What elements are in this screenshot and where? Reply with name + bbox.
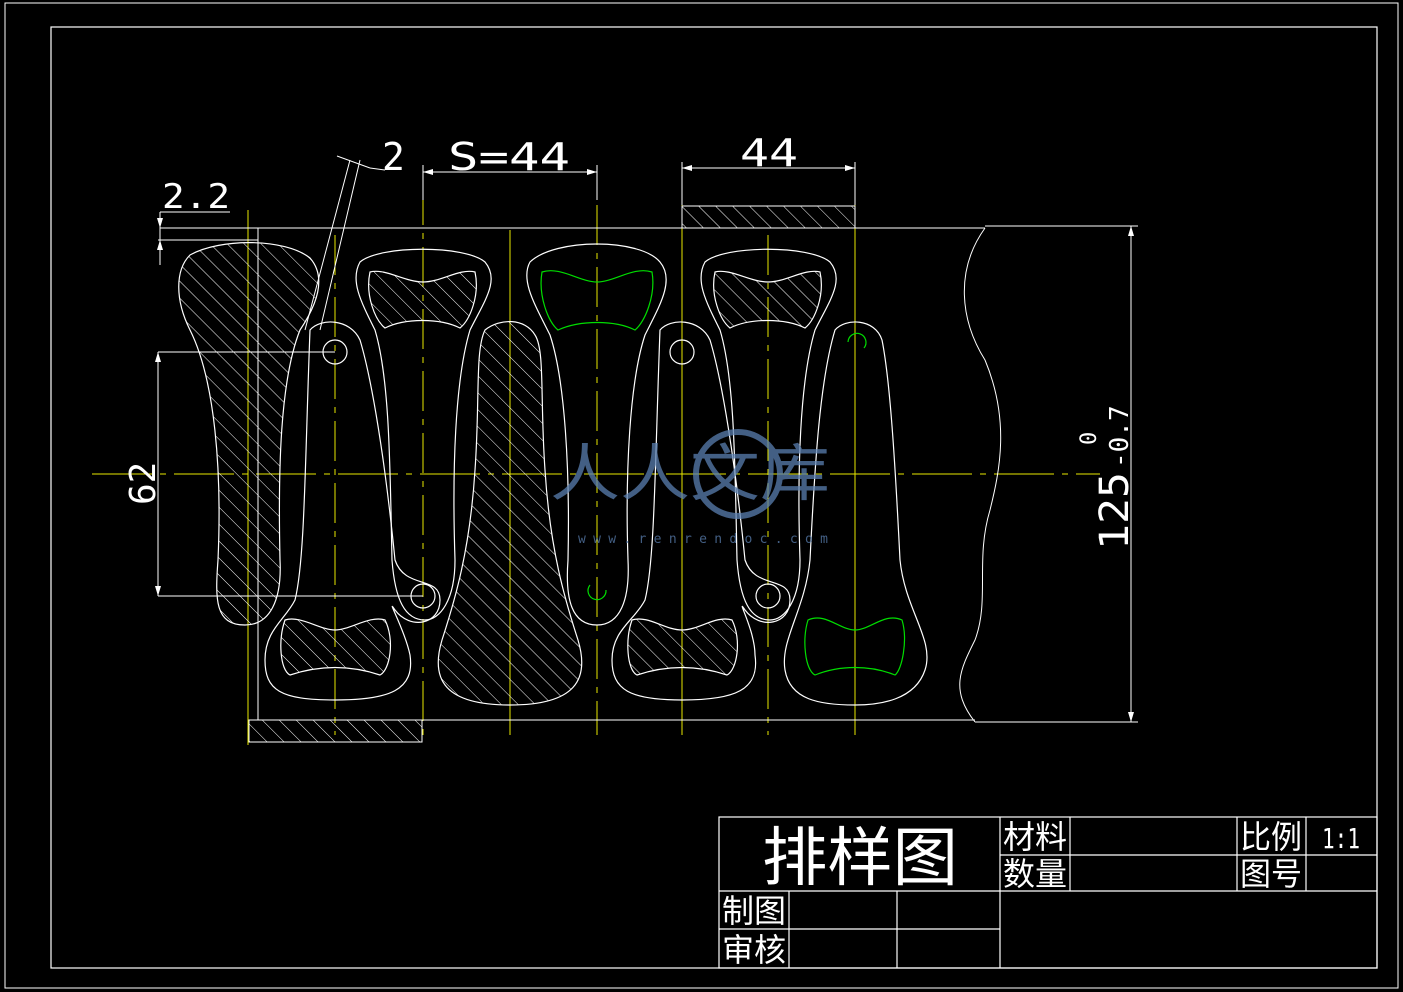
slot-hatched-3 — [627, 618, 739, 676]
slot-outline-green-1 — [540, 270, 654, 331]
dim-step: S=44 — [448, 135, 570, 179]
slot-hatched-4 — [713, 270, 822, 329]
dim-gap-small: 2.2 — [162, 177, 230, 217]
part-scrap-2 — [437, 321, 583, 706]
watermark-url: www.renrendoc.com — [578, 532, 828, 547]
dim-gap-side: 2 — [382, 135, 405, 179]
part-blank-1 — [264, 321, 441, 701]
dim-tol-upper: 0 — [1077, 432, 1102, 445]
dim-strip-width: 125 — [1092, 472, 1138, 550]
guide-rail-bottom — [248, 719, 423, 743]
guide-rail-top — [681, 205, 856, 229]
part-scrap-1 — [178, 242, 320, 626]
dim-hole-spacing: 62 — [123, 462, 164, 505]
material-label: 材料 — [1003, 818, 1067, 856]
dim-tol-lower: -0.7 — [1105, 405, 1135, 468]
watermark-text: 人人文库 — [550, 437, 830, 510]
dimension-lines — [157, 155, 1138, 723]
slot-outline-green-2 — [804, 617, 906, 676]
drawing-title: 排样图 — [762, 822, 958, 896]
dim-width-top: 44 — [740, 131, 798, 175]
drawn-by-label: 制图 — [722, 892, 786, 930]
part-blank-3 — [526, 243, 667, 626]
pilot-hole-3 — [669, 339, 695, 365]
inner-frame — [50, 26, 1378, 969]
drawing-no-label: 图号 — [1240, 855, 1302, 893]
slot-hatched-2 — [368, 270, 477, 329]
part-blank-5 — [700, 248, 837, 621]
dimension-arrows — [155, 165, 1134, 722]
part-blank-2 — [355, 248, 492, 621]
quantity-label: 数量 — [1003, 855, 1067, 893]
scale-value: 1:1 — [1322, 822, 1360, 855]
scale-label: 比例 — [1240, 818, 1302, 856]
hole-arc-green-2 — [847, 332, 867, 349]
slot-hatched-1 — [280, 618, 392, 676]
watermark: 人人文库 www.renrendoc.com — [550, 429, 830, 547]
checked-by-label: 审核 — [722, 931, 786, 969]
part-blank-6 — [783, 321, 928, 706]
outer-frame — [4, 2, 1399, 989]
hole-arc-green-1 — [587, 584, 607, 601]
title-block — [718, 816, 1378, 969]
pilot-hole-4 — [755, 583, 781, 609]
watermark-logo-circle — [693, 429, 783, 519]
